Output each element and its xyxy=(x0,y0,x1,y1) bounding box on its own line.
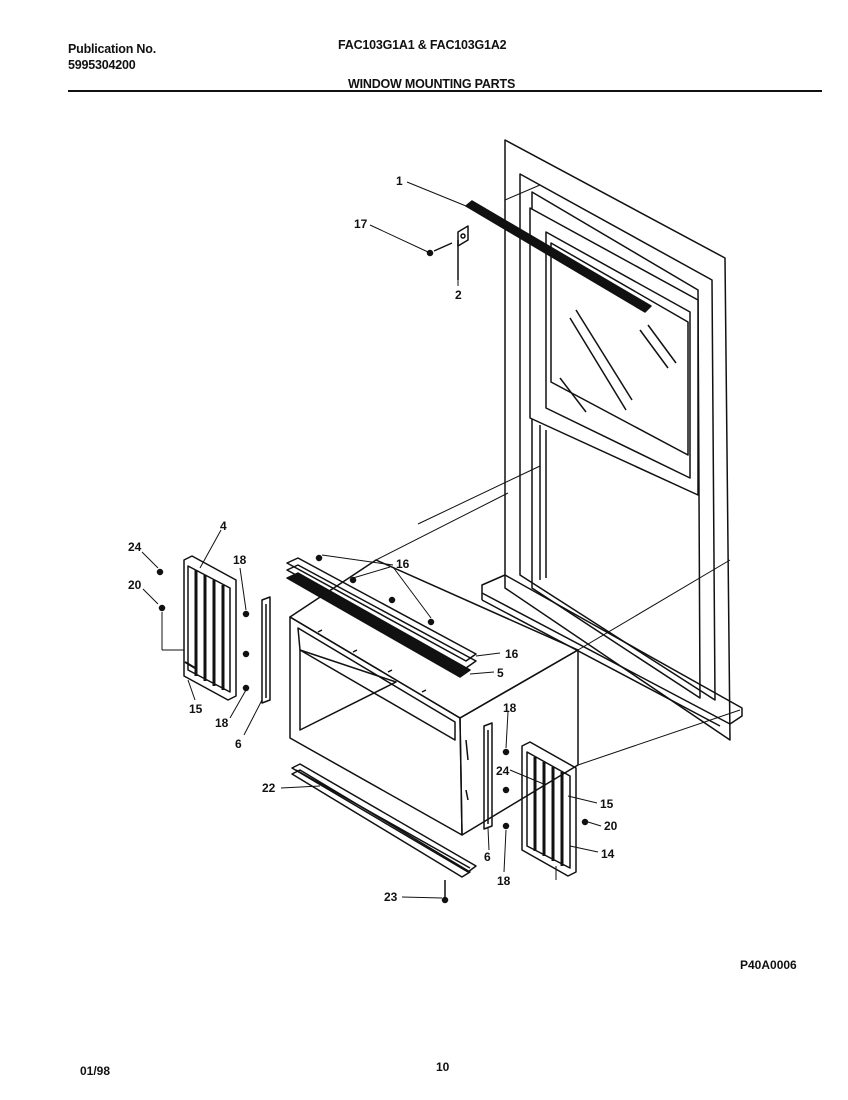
callout-15-left: 15 xyxy=(189,702,203,716)
rail-screws xyxy=(315,554,435,626)
callout-18-right-bottom: 18 xyxy=(497,874,511,888)
window-frame xyxy=(481,139,743,741)
figure-code: P40A0006 xyxy=(740,958,797,972)
callout-16-right: 16 xyxy=(505,647,519,661)
callout-20-right: 20 xyxy=(604,819,618,833)
page-number: 10 xyxy=(436,1060,450,1074)
footer-date: 01/98 xyxy=(80,1064,111,1078)
callout-1: 1 xyxy=(396,174,403,188)
callout-labels: 1 17 2 4 24 20 18 16 16 5 15 18 6 22 18 … xyxy=(128,174,618,904)
callout-24-left: 24 xyxy=(128,540,142,554)
callout-4: 4 xyxy=(220,519,227,533)
right-panel-screws xyxy=(502,748,589,830)
header-rule xyxy=(68,90,822,92)
callout-18-left-bottom: 18 xyxy=(215,716,229,730)
sash-bracket xyxy=(457,225,469,280)
top-channel-rail xyxy=(286,557,477,678)
projection-lines xyxy=(161,184,741,880)
bottom-sill-rail xyxy=(291,763,477,878)
callout-18-left-top: 18 xyxy=(233,553,247,567)
left-panel-screws xyxy=(156,568,250,692)
callout-2: 2 xyxy=(455,288,462,302)
publication-label: Publication No. xyxy=(68,42,156,56)
right-frame-strip xyxy=(483,722,493,830)
left-frame-strip xyxy=(261,596,271,704)
callout-6-left: 6 xyxy=(235,737,242,751)
right-accordion-panel xyxy=(521,741,577,877)
model-numbers: FAC103G1A1 & FAC103G1A2 xyxy=(338,38,507,52)
sill-screw xyxy=(441,880,449,904)
callout-5: 5 xyxy=(497,666,504,680)
callout-18-right-top: 18 xyxy=(503,701,517,715)
top-seal-strip xyxy=(465,200,652,313)
callout-23: 23 xyxy=(384,890,398,904)
publication-number: 5995304200 xyxy=(68,58,136,72)
callout-14: 14 xyxy=(601,847,615,861)
bracket-screw xyxy=(426,242,453,257)
callout-17: 17 xyxy=(354,217,368,231)
section-title: WINDOW MOUNTING PARTS xyxy=(348,77,516,91)
left-accordion-panel xyxy=(183,555,237,701)
callout-20-left: 20 xyxy=(128,578,142,592)
callout-6-right: 6 xyxy=(484,850,491,864)
callout-15-right: 15 xyxy=(600,797,614,811)
leader-lines xyxy=(141,181,602,899)
callout-16-top: 16 xyxy=(396,557,410,571)
callout-22: 22 xyxy=(262,781,276,795)
callout-24-right: 24 xyxy=(496,764,510,778)
